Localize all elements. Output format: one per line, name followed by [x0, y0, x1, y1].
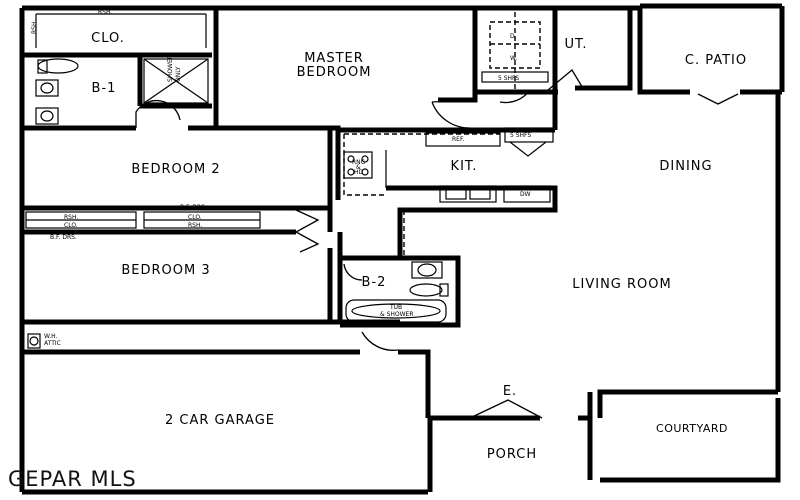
- shelf-bed2-label: RSH.: [188, 222, 202, 229]
- dryer-label: D.: [510, 33, 517, 40]
- walls: [19, 3, 785, 495]
- garage-label: 2 CAR GARAGE: [165, 413, 275, 428]
- entry-label: E.: [503, 384, 517, 399]
- washer-label: W.: [510, 55, 517, 62]
- shelves-pantry-label: 5 SHFS: [510, 132, 531, 139]
- shelves-ut-label: 5 SHFS: [498, 75, 519, 82]
- bifold-bottom-label: B.F. DRS.: [50, 234, 77, 241]
- bedroom-3-label: BEDROOM 3: [121, 263, 210, 278]
- kitchen-label: KIT.: [451, 159, 478, 174]
- living-room-label: LIVING ROOM: [572, 277, 671, 292]
- courtyard-label: COURTYARD: [656, 422, 728, 435]
- closet-label: CLO.: [91, 31, 125, 46]
- water-heater-label-1: W.H.: [44, 333, 58, 340]
- refrigerator-label: REF.: [452, 136, 464, 143]
- range-label-2: &: [356, 164, 361, 171]
- shower-only-2: ONLY: [175, 66, 182, 82]
- water-heater-label-2: ATTIC: [44, 340, 61, 347]
- watermark: GEPAR MLS: [8, 467, 137, 491]
- utility-label: UT.: [564, 37, 587, 52]
- dining-label: DINING: [659, 159, 712, 174]
- covered-patio-label: C. PATIO: [685, 53, 747, 68]
- shelf-side-label: RSH.: [31, 20, 38, 34]
- closet-bed2-left-shelf: RSH.: [64, 214, 78, 221]
- bath-1-label: B-1: [92, 81, 117, 96]
- master-bedroom-label-2: BEDROOM: [297, 65, 372, 80]
- master-bedroom-label-1: MASTER: [304, 51, 364, 66]
- range-label-3: HD: [354, 169, 364, 176]
- dishwasher-label: DW: [520, 191, 531, 198]
- closet-bed2-left-label: CLO.: [64, 222, 78, 229]
- bifold-top-label: B.F. DRS.: [180, 204, 207, 211]
- fixture-labels: RSH. RSH. SHOWER ONLY D. W. 5 SHFS 5 SHF…: [31, 9, 531, 347]
- room-labels: CLO. MASTER BEDROOM UT. C. PATIO B-1 BED…: [91, 31, 747, 462]
- interior-details: [25, 12, 554, 349]
- doors: [135, 69, 739, 419]
- shower-label: & SHOWER: [380, 311, 414, 318]
- tub-label: TUB: [389, 304, 402, 311]
- closet-bed2-label: CLO.: [188, 214, 202, 221]
- shelf-top-label: RSH.: [98, 9, 112, 16]
- range-label-1: RNG: [352, 159, 366, 166]
- shower-only-1: SHOWER: [167, 55, 174, 82]
- bedroom-2-label: BEDROOM 2: [131, 162, 220, 177]
- porch-label: PORCH: [487, 447, 537, 462]
- bath-2-label: B-2: [362, 275, 387, 290]
